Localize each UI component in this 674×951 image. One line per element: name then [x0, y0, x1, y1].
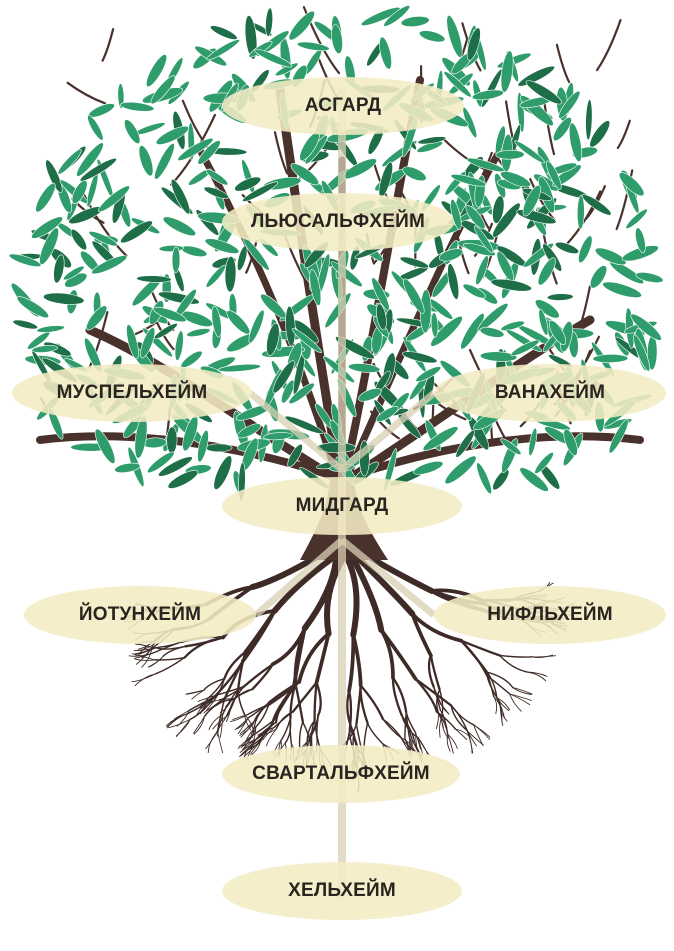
world-yotunheim-text: ЙОТУНХЕЙМ [79, 604, 201, 626]
world-niflheim-label: НИФЛЬХЕЙМ [434, 586, 666, 644]
tree-leaf [224, 307, 253, 337]
tree-root [155, 658, 185, 660]
tree-root [436, 713, 438, 728]
tree-root [208, 732, 217, 753]
tree-leaf [576, 234, 595, 264]
tree-root [176, 719, 190, 736]
tree-leaf [412, 459, 444, 478]
world-midgard-label: МИДГАРД [222, 477, 462, 535]
tree-root [300, 722, 303, 747]
world-lyusalfheim-label: ЛЬЮСАЛЬФХЕЙМ [222, 193, 454, 251]
world-svartalfheim-label: СВАРТАЛЬФХЕЙМ [222, 745, 460, 803]
tree-root [368, 723, 383, 744]
world-muspelheim-label: МУСПЕЛЬХЕЙМ [12, 364, 252, 422]
world-helheim-text: ХЕЛЬХЕЙМ [288, 880, 396, 902]
tree-leaf [401, 164, 428, 184]
tree-leaf [174, 330, 185, 361]
world-niflheim-text: НИФЛЬХЕЙМ [487, 604, 613, 626]
tree-leaf [180, 244, 208, 259]
tree-leaf [209, 23, 239, 42]
tree-root [315, 683, 317, 721]
tree-root [148, 656, 163, 667]
tree-leaf [36, 324, 65, 333]
tree-leaf [161, 213, 198, 239]
world-muspelheim-text: МУСПЕЛЬХЕЙМ [57, 382, 208, 404]
tree-leaf [136, 144, 156, 178]
tree-leaf [341, 155, 379, 182]
tree-root [218, 732, 223, 753]
tree-leaf [418, 28, 446, 44]
world-yotunheim-label: ЙОТУНХЕЙМ [24, 586, 256, 644]
tree-root [497, 698, 509, 711]
tree-leaf [585, 99, 593, 140]
tree-leaf [348, 362, 380, 374]
world-asgard-label: АСГАРД [222, 77, 464, 135]
tree-leaf [567, 122, 584, 163]
tree-root [474, 725, 490, 740]
tree-root [448, 734, 458, 748]
tree-leaf [480, 351, 517, 362]
world-helheim-label: ХЕЛЬХЕЙМ [222, 862, 462, 920]
world-vanaheim-text: ВАНАХЕЙМ [495, 382, 605, 404]
tree-leaf [166, 427, 177, 454]
tree-leaf [159, 245, 184, 252]
tree-root [194, 716, 205, 733]
tree-leaf [210, 454, 235, 492]
tree-twig [557, 45, 569, 82]
tree-leaf [43, 291, 85, 306]
tree-twig [618, 121, 630, 148]
tree-root [500, 655, 533, 657]
world-lyusalfheim-text: ЛЬЮСАЛЬФХЕЙМ [251, 211, 425, 233]
tree-leaf [490, 467, 512, 492]
tree-leaf [547, 293, 573, 301]
tree-twig [103, 29, 114, 61]
tree-root [317, 683, 321, 716]
tree-leaf [474, 461, 494, 495]
tree-leaf [496, 150, 525, 159]
tree-leaf [186, 327, 211, 338]
tree-root [349, 635, 353, 691]
tree-leaf [265, 8, 274, 37]
tree-leaf [479, 326, 505, 340]
world-asgard-text: АСГАРД [305, 95, 381, 117]
tree-leaf [297, 40, 330, 52]
world-vanaheim-label: ВАНАХЕЙМ [434, 364, 666, 422]
tree-leaf [172, 247, 180, 273]
tree-leaf [12, 318, 38, 331]
tree-leaf [580, 192, 613, 218]
world-midgard-text: МИДГАРД [296, 495, 389, 517]
tree-root [513, 688, 532, 695]
tree-twig [68, 83, 105, 103]
tree-leaf [85, 114, 106, 142]
tree-leaf [151, 141, 177, 181]
tree-leaf [68, 227, 89, 252]
tree-leaf [286, 8, 319, 43]
tree-root [348, 560, 357, 635]
world-svartalfheim-text: СВАРТАЛЬФХЕЙМ [252, 763, 430, 785]
tree-leaf [479, 68, 504, 109]
tree-twig [597, 20, 621, 70]
tree-leaf [32, 181, 58, 215]
tree-leaf [246, 309, 267, 345]
tree-leaf [205, 444, 232, 452]
tree-leaf [431, 312, 439, 337]
tree-leaf [444, 14, 466, 59]
tree-leaf [442, 453, 480, 488]
tree-leaf [400, 15, 429, 28]
tree-root [500, 655, 527, 672]
tree-root [532, 655, 552, 657]
tree-leaf [330, 24, 344, 55]
